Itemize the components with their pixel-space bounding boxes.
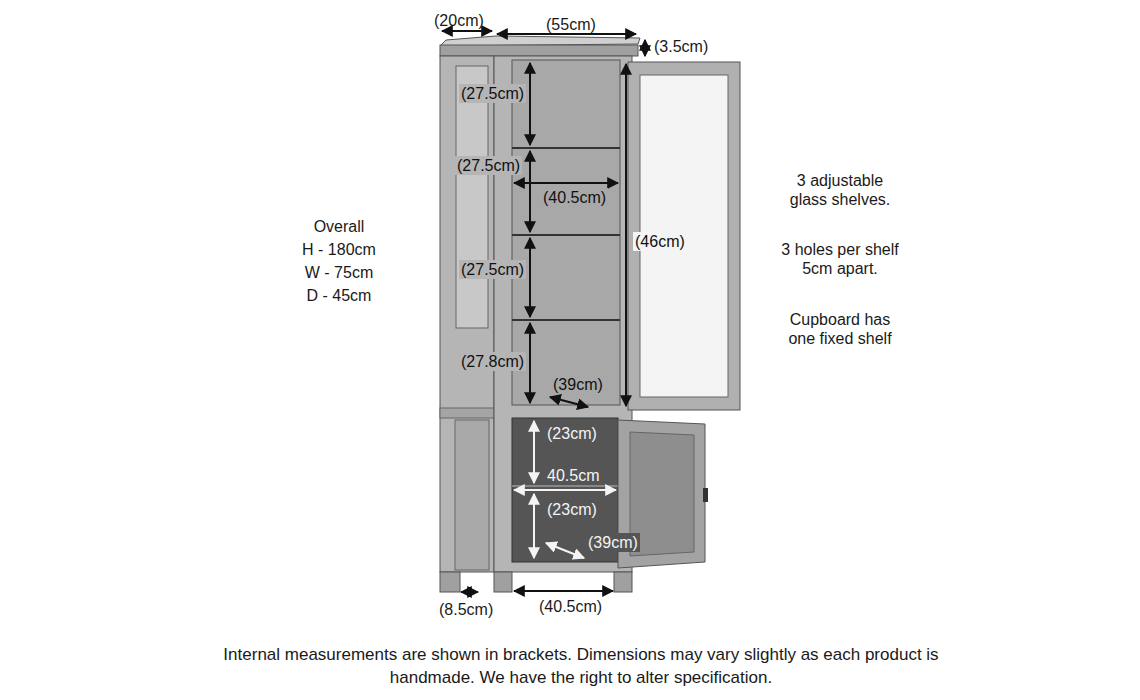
overall-heading: Overall <box>277 217 401 236</box>
shelf-height: (27.5cm) <box>459 260 526 279</box>
cupboard-height: (23cm) <box>545 424 599 443</box>
base-width: (40.5cm) <box>537 597 604 616</box>
holes-note: 3 holes per shelf 5cm apart. <box>770 240 910 278</box>
overall-depth: D - 45cm <box>277 286 401 305</box>
cupboard-height: (23cm) <box>545 500 599 519</box>
shelf-height: (27.8cm) <box>459 352 526 371</box>
shelf-width: (40.5cm) <box>541 188 608 207</box>
thickness-dimension: (3.5cm) <box>652 37 710 56</box>
door-height: (46cm) <box>633 232 687 251</box>
cupboard-depth: (39cm) <box>586 533 640 552</box>
caption: Internal measurements are shown in brack… <box>221 643 941 689</box>
shelf-note: 3 adjustable glass shelves. <box>782 171 898 209</box>
shelf-height: (27.5cm) <box>459 84 526 103</box>
cupboard-note: Cupboard has one fixed shelf <box>779 310 901 348</box>
cupboard-width: 40.5cm <box>545 466 601 485</box>
overall-width: W - 75cm <box>277 263 401 282</box>
width-dimension: (55cm) <box>544 15 598 34</box>
shelf-height: (27.5cm) <box>455 156 522 175</box>
depth-dimension: (20cm) <box>432 11 486 30</box>
overall-height: H - 180cm <box>277 240 401 259</box>
leg-dimension: (8.5cm) <box>437 600 495 619</box>
shelf-depth: (39cm) <box>551 375 605 394</box>
